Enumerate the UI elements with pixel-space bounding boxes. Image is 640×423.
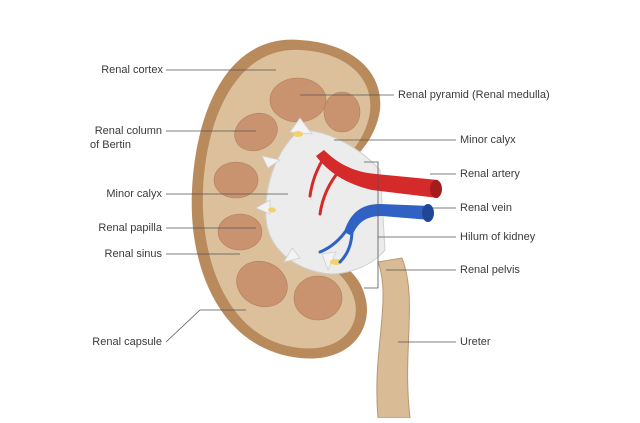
pyramid-2: [324, 92, 360, 132]
pyramid-1: [270, 78, 326, 122]
pyramid-5: [218, 214, 262, 250]
label-ureter: Ureter: [460, 336, 491, 349]
label-hilum: Hilum of kidney: [460, 231, 535, 244]
label-renal-column-line2: of Bertin: [90, 139, 131, 152]
pyramid-7: [294, 276, 342, 320]
label-minor-calyx-left: Minor calyx: [106, 188, 162, 201]
renal-artery-opening: [430, 180, 442, 198]
renal-vein-opening: [422, 204, 434, 222]
label-renal-artery: Renal artery: [460, 168, 520, 181]
label-renal-pelvis: Renal pelvis: [460, 264, 520, 277]
label-renal-column-line1: Renal column: [95, 125, 162, 138]
label-renal-vein: Renal vein: [460, 202, 512, 215]
label-renal-sinus: Renal sinus: [105, 248, 162, 261]
label-minor-calyx-right: Minor calyx: [460, 134, 516, 147]
label-renal-cortex: Renal cortex: [101, 64, 163, 77]
ureter-tube: [377, 258, 410, 418]
label-renal-pyramid: Renal pyramid (Renal medulla): [398, 89, 550, 102]
label-renal-capsule: Renal capsule: [92, 336, 162, 349]
label-renal-papilla: Renal papilla: [98, 222, 162, 235]
pyramid-4: [214, 162, 258, 198]
